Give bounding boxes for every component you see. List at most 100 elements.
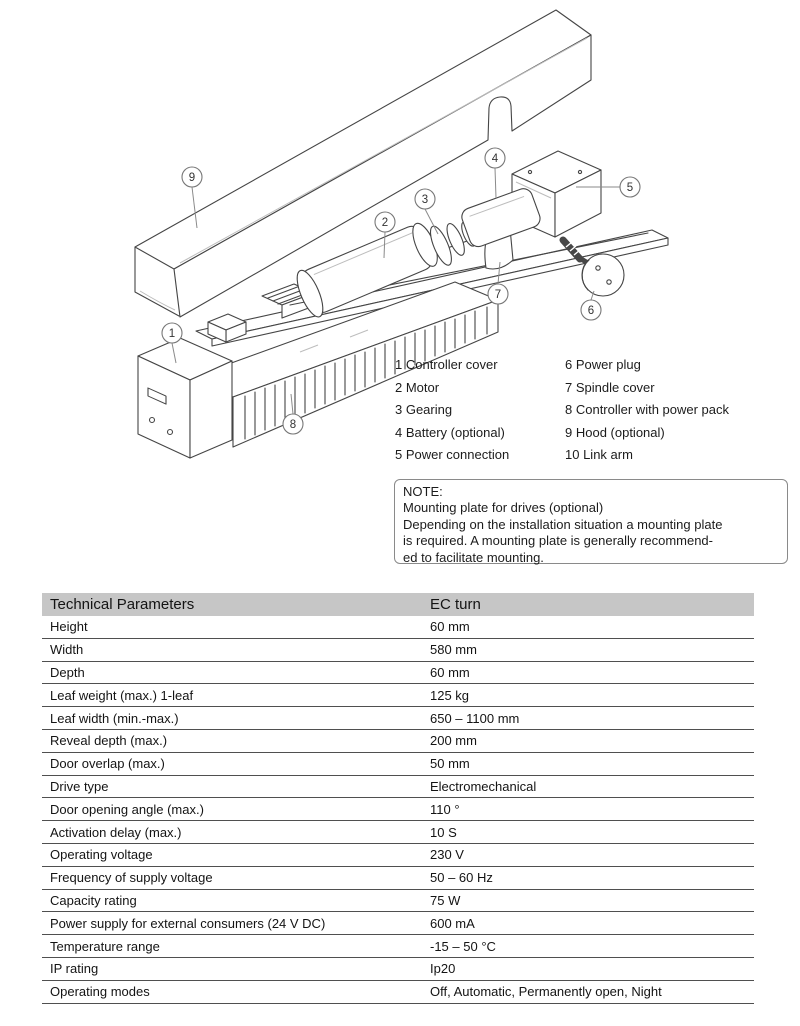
parameters-table-body: Height 60 mm Width 580 mm Depth 60 mm Le… [42, 616, 754, 1004]
note-line: Depending on the installation situation … [403, 516, 723, 532]
param-label: Drive type [50, 778, 109, 794]
legend-column-1: 1 Controller cover 2 Motor 3 Gearing 4 B… [395, 354, 565, 467]
table-header: Technical Parameters EC turn [42, 593, 754, 616]
technical-parameters-table: Technical Parameters EC turn Height 60 m… [42, 593, 754, 1004]
param-value: 580 mm [430, 642, 477, 658]
param-value: 60 mm [430, 619, 470, 635]
param-value: 50 – 60 Hz [430, 870, 493, 886]
param-label: Height [50, 619, 88, 635]
table-header-product: EC turn [430, 596, 481, 613]
legend-column-2: 6 Power plug 7 Spindle cover 8 Controlle… [565, 354, 765, 467]
table-row: Power supply for external consumers (24 … [42, 912, 754, 936]
table-row: Depth 60 mm [42, 662, 754, 685]
note-lines: Mounting plate for drives (optional) Dep… [403, 500, 779, 566]
legend-item: 1 Controller cover [395, 357, 498, 372]
callout-5: 5 [619, 176, 641, 198]
param-label: Width [50, 642, 84, 658]
param-label: IP rating [50, 961, 99, 977]
param-value: 200 mm [430, 733, 477, 749]
param-value: 110 ° [430, 801, 460, 817]
param-value: Ip20 [430, 961, 456, 977]
param-value: 600 mA [430, 915, 475, 931]
power-plug-drawing [559, 236, 625, 297]
note-line: ed to facilitate mounting. [403, 549, 544, 565]
param-label: Leaf width (min.-max.) [50, 710, 179, 726]
motor-drawing [296, 222, 438, 318]
callout-9-number: 9 [189, 172, 195, 184]
callout-7-number: 7 [495, 289, 501, 301]
table-header-parameter: Technical Parameters [50, 596, 195, 613]
legend-item: 9 Hood (optional) [565, 424, 665, 440]
param-value: 125 kg [430, 687, 470, 703]
end-bracket-drawing [207, 313, 247, 343]
param-label: Capacity rating [50, 892, 137, 908]
table-row: Height 60 mm [42, 616, 754, 639]
callout-9: 9 [181, 166, 203, 188]
table-row: Activation delay (max.) 10 S [42, 821, 754, 844]
callout-5-number: 5 [627, 182, 633, 194]
param-value: 50 mm [430, 756, 470, 772]
legend-item: 8 Controller with power pack [565, 402, 730, 417]
table-row: Width 580 mm [42, 639, 754, 662]
battery-drawing [461, 188, 541, 248]
param-label: Temperature range [50, 938, 160, 954]
hood-drawing [134, 9, 592, 318]
param-value: 650 – 1100 mm [430, 710, 520, 726]
callout-6: 6 [580, 299, 602, 321]
table-row: Operating modes Off, Automatic, Permanen… [42, 981, 754, 1004]
exploded-view-diagram: 1 2 3 4 5 6 7 8 [134, 9, 669, 459]
note-title: NOTE: [403, 484, 443, 499]
table-row: Leaf weight (max.) 1-leaf 125 kg [42, 684, 754, 708]
legend-item: 3 Gearing [395, 402, 453, 417]
table-row: IP rating Ip20 [42, 958, 754, 981]
callout-1-number: 1 [169, 328, 175, 340]
legend-item: 5 Power connection [395, 447, 510, 462]
table-row: Leaf width (min.-max.) 650 – 1100 mm [42, 707, 754, 730]
param-value: 60 mm [430, 664, 470, 680]
legend-item: 10 Link arm [565, 447, 633, 462]
callout-3: 3 [414, 188, 436, 210]
controller-drawing [137, 281, 499, 459]
legend-item: 2 Motor [395, 379, 440, 395]
param-value: Electromechanical [430, 778, 537, 794]
callout-8: 8 [282, 413, 304, 435]
legend-item: 7 Spindle cover [565, 379, 655, 395]
note-line: Mounting plate for drives (optional) [403, 500, 604, 516]
callout-8-number: 8 [290, 419, 296, 431]
table-row: Door opening angle (max.) 110 ° [42, 798, 754, 822]
callout-2: 2 [374, 211, 396, 233]
param-label: Frequency of supply voltage [50, 870, 213, 886]
table-row: Operating voltage 230 V [42, 844, 754, 867]
note-box: NOTE: Mounting plate for drives (optiona… [394, 479, 788, 566]
param-label: Operating voltage [50, 847, 153, 863]
callout-7: 7 [487, 283, 509, 305]
param-label: Operating modes [50, 984, 150, 1000]
note-line: is required. A mounting plate is general… [403, 533, 713, 549]
legend-item: 6 Power plug [565, 357, 641, 372]
parts-legend: 1 Controller cover 2 Motor 3 Gearing 4 B… [395, 354, 765, 467]
callout-3-number: 3 [422, 194, 428, 206]
table-row: Capacity rating 75 W [42, 890, 754, 913]
table-row: Reveal depth (max.) 200 mm [42, 730, 754, 753]
param-value: 10 S [430, 824, 457, 840]
param-value: Off, Automatic, Permanently open, Night [430, 984, 662, 1000]
param-label: Door overlap (max.) [50, 756, 165, 772]
callout-4-number: 4 [492, 153, 499, 165]
table-row: Drive type Electromechanical [42, 776, 754, 799]
param-label: Door opening angle (max.) [50, 801, 204, 817]
legend-item: 4 Battery (optional) [395, 424, 505, 440]
param-label: Power supply for external consumers (24 … [50, 915, 326, 931]
param-value: -15 – 50 °C [430, 938, 496, 954]
param-label: Leaf weight (max.) 1-leaf [50, 687, 194, 703]
table-row: Door overlap (max.) 50 mm [42, 753, 754, 776]
param-label: Activation delay (max.) [50, 824, 182, 840]
param-value: 75 W [430, 892, 461, 908]
table-row: Temperature range -15 – 50 °C [42, 935, 754, 958]
param-label: Depth [50, 664, 85, 680]
callout-2-number: 2 [382, 217, 388, 229]
table-row: Frequency of supply voltage 50 – 60 Hz [42, 867, 754, 890]
param-value: 230 V [430, 847, 464, 863]
callout-1: 1 [161, 322, 183, 344]
param-label: Reveal depth (max.) [50, 733, 168, 749]
